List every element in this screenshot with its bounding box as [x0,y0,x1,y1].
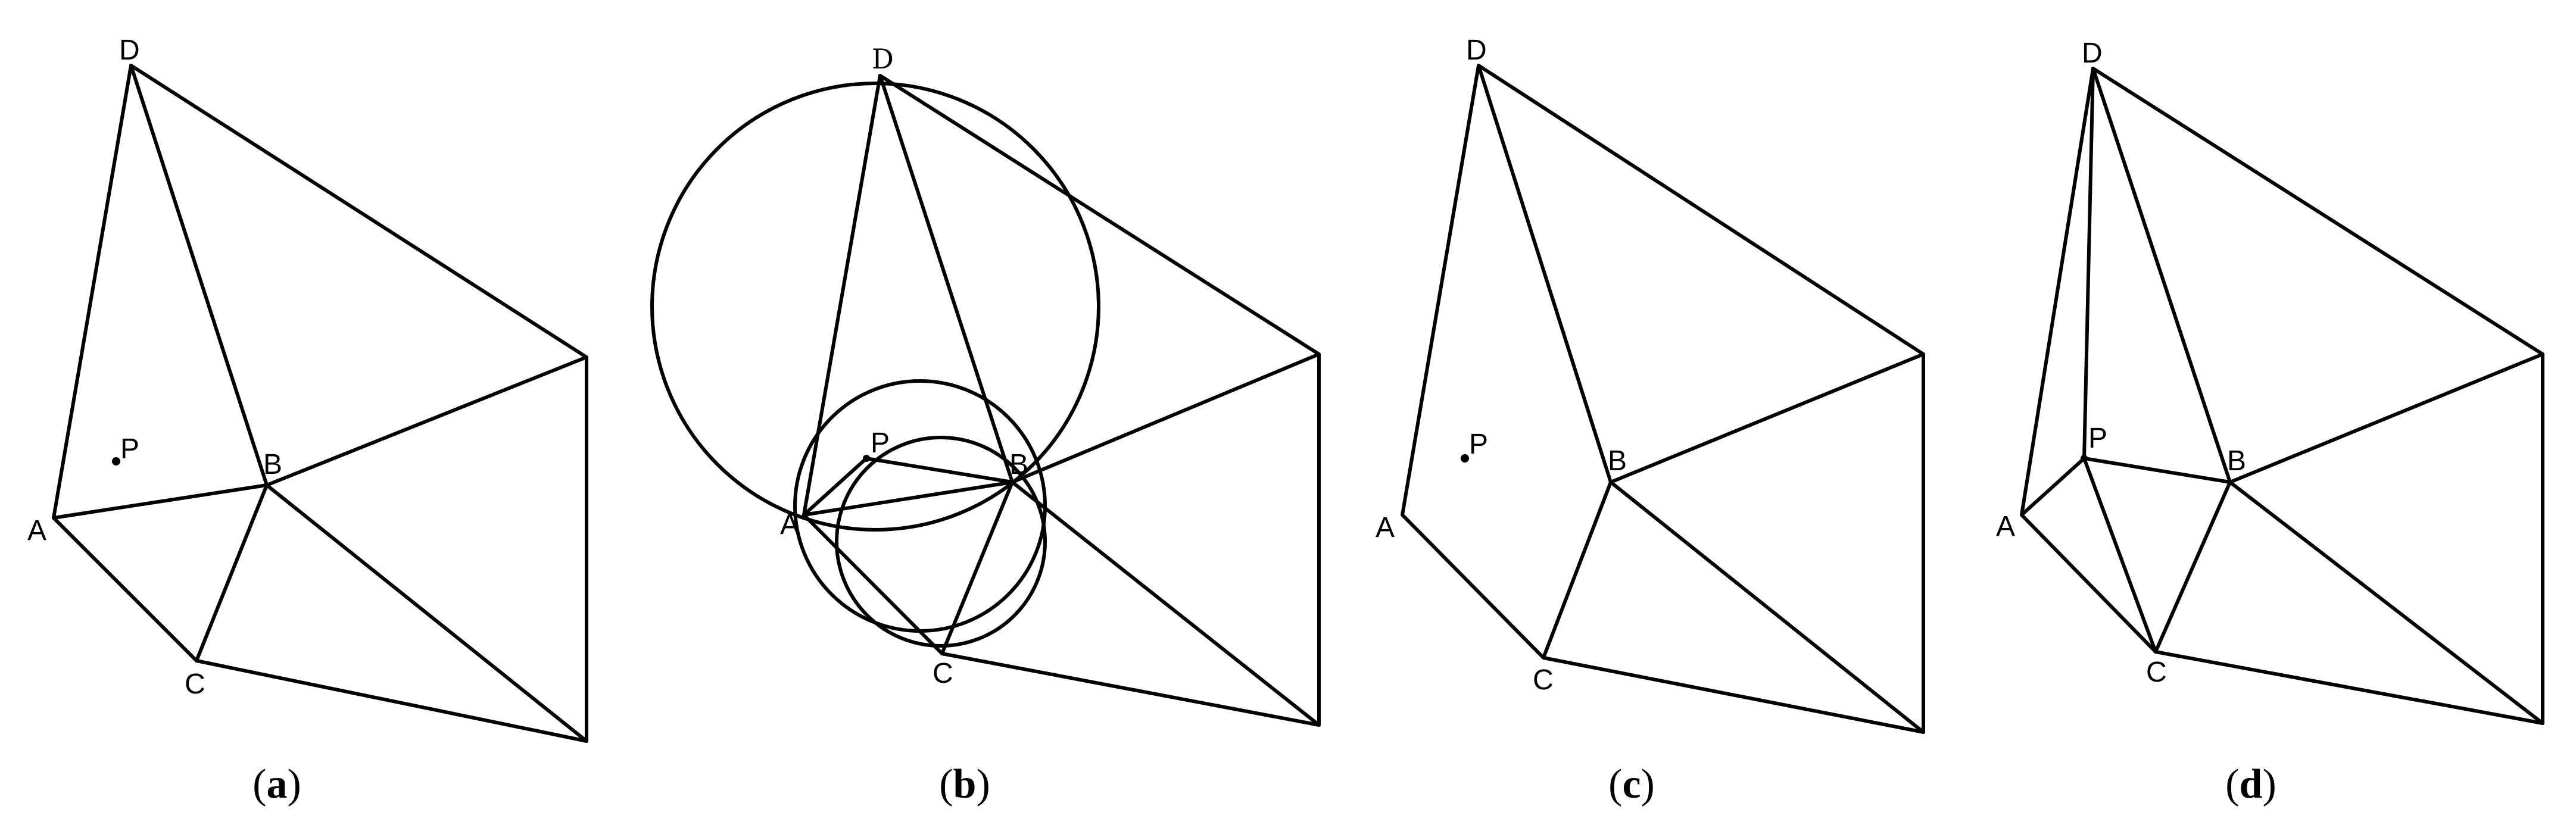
panel-c-point-p [1461,454,1469,463]
panel-b-label-d: D [872,43,894,75]
panel-d-edges [2020,67,2544,725]
panel-b-label-c: C [933,658,953,689]
panel-b-circle-abp [793,379,1047,633]
panel-b-caption-close: ) [976,761,990,807]
panel-a-caption-open: ( [252,761,266,807]
panel-b-circles [650,82,1100,648]
panel-c-label-b: B [1608,445,1627,477]
panel-a-edge-db [129,64,269,487]
panel-d-point-p [2081,455,2088,462]
panel-b-label-p: P [871,427,890,459]
panel-c-caption-close: ) [1641,761,1655,807]
panel-c-edge-b-right-bottom [1609,480,1925,734]
panel-c-edges [1401,64,1925,734]
panel-d-caption: (d) [2225,761,2276,807]
panel-a-label-a: A [27,515,46,546]
panel-b-edge-cb [940,480,1014,655]
panel-c-edge-db [1477,64,1613,484]
panel-a-caption-letter: a [267,761,288,807]
panel-c-outer-boundary [1401,64,1925,734]
panel-a-outer-boundary [52,64,588,743]
panel-b-caption: (b) [939,761,990,807]
panel-c-label-p: P [1469,429,1488,460]
panel-d-label-a: A [1996,511,2015,542]
panel-b-edges [802,74,1321,727]
panel-a-label-b: B [263,449,282,480]
panel-b-edge-ab [802,480,1014,517]
panel-d-edge-db [2091,67,2232,484]
panel-c-caption-open: ( [1608,761,1622,807]
panel-b-edge-db [878,74,1014,484]
panel-a-edge-ab [52,483,269,520]
panel-b-point-p [863,455,870,462]
panel-d: D A B C P (d) [1996,38,2544,807]
panel-a-label-d: D [119,35,140,66]
panel-a-edge-cb [195,483,269,663]
panel-d-outer-boundary [2020,67,2544,725]
panel-d-edge-pb [2082,457,2232,484]
panel-d-label-c: C [2146,657,2167,688]
panel-b-caption-open: ( [939,761,953,807]
panel-d-label-d: D [2082,38,2103,69]
panel-a-caption-close: ) [288,761,301,807]
panel-d-caption-open: ( [2225,761,2239,807]
panel-d-edge-b-right-top [2228,352,2544,484]
panel-a-label-p: P [120,433,139,465]
panel-d-edge-cb [2154,480,2232,654]
panel-d-label-b: B [2227,445,2246,477]
panel-c-caption: (c) [1608,761,1655,807]
panel-b-circumcircle-dab [650,82,1100,532]
panel-d-edge-b-right-bottom [2228,480,2544,725]
panel-b-label-a: A [780,509,799,540]
panel-c-label-d: D [1466,35,1487,66]
panel-b-caption-letter: b [953,761,977,807]
panel-c-caption-letter: c [1622,761,1641,807]
panel-d-edge-dp [2082,67,2095,460]
panel-b-edge-b-right-top [1011,352,1321,484]
panel-d-label-p: P [2088,423,2107,454]
panel-a-point-p [112,457,120,465]
panel-a-caption: (a) [252,761,301,807]
panel-a: D A B C P (a) [27,35,588,807]
panel-d-caption-letter: d [2240,761,2263,807]
panel-a-label-c: C [185,668,205,700]
panel-d-edge-pc [2082,457,2157,654]
panel-b-label-b: B [1009,449,1028,480]
panel-b-edge-ap [802,457,868,517]
panel-c: D A B C P (c) [1376,35,1925,807]
panel-c-label-c: C [1533,664,1554,696]
panel-a-edges [52,64,588,743]
panel-b-edge-b-right-bottom [1011,480,1321,727]
panel-b: D A B C P (b) [650,43,1321,807]
panel-b-edge-pb [865,457,1014,484]
panel-b-circle-abc [835,436,1047,648]
panel-c-edge-cb [1542,480,1613,660]
panel-a-edge-b-right-top [265,355,588,487]
panel-a-edge-b-right-bottom [265,483,588,743]
panel-b-outer-boundary [802,74,1321,727]
panel-d-caption-close: ) [2262,761,2276,807]
panel-d-edge-ap [2020,457,2086,517]
panel-c-label-a: A [1376,512,1395,543]
panel-c-edge-b-right-top [1609,352,1925,484]
